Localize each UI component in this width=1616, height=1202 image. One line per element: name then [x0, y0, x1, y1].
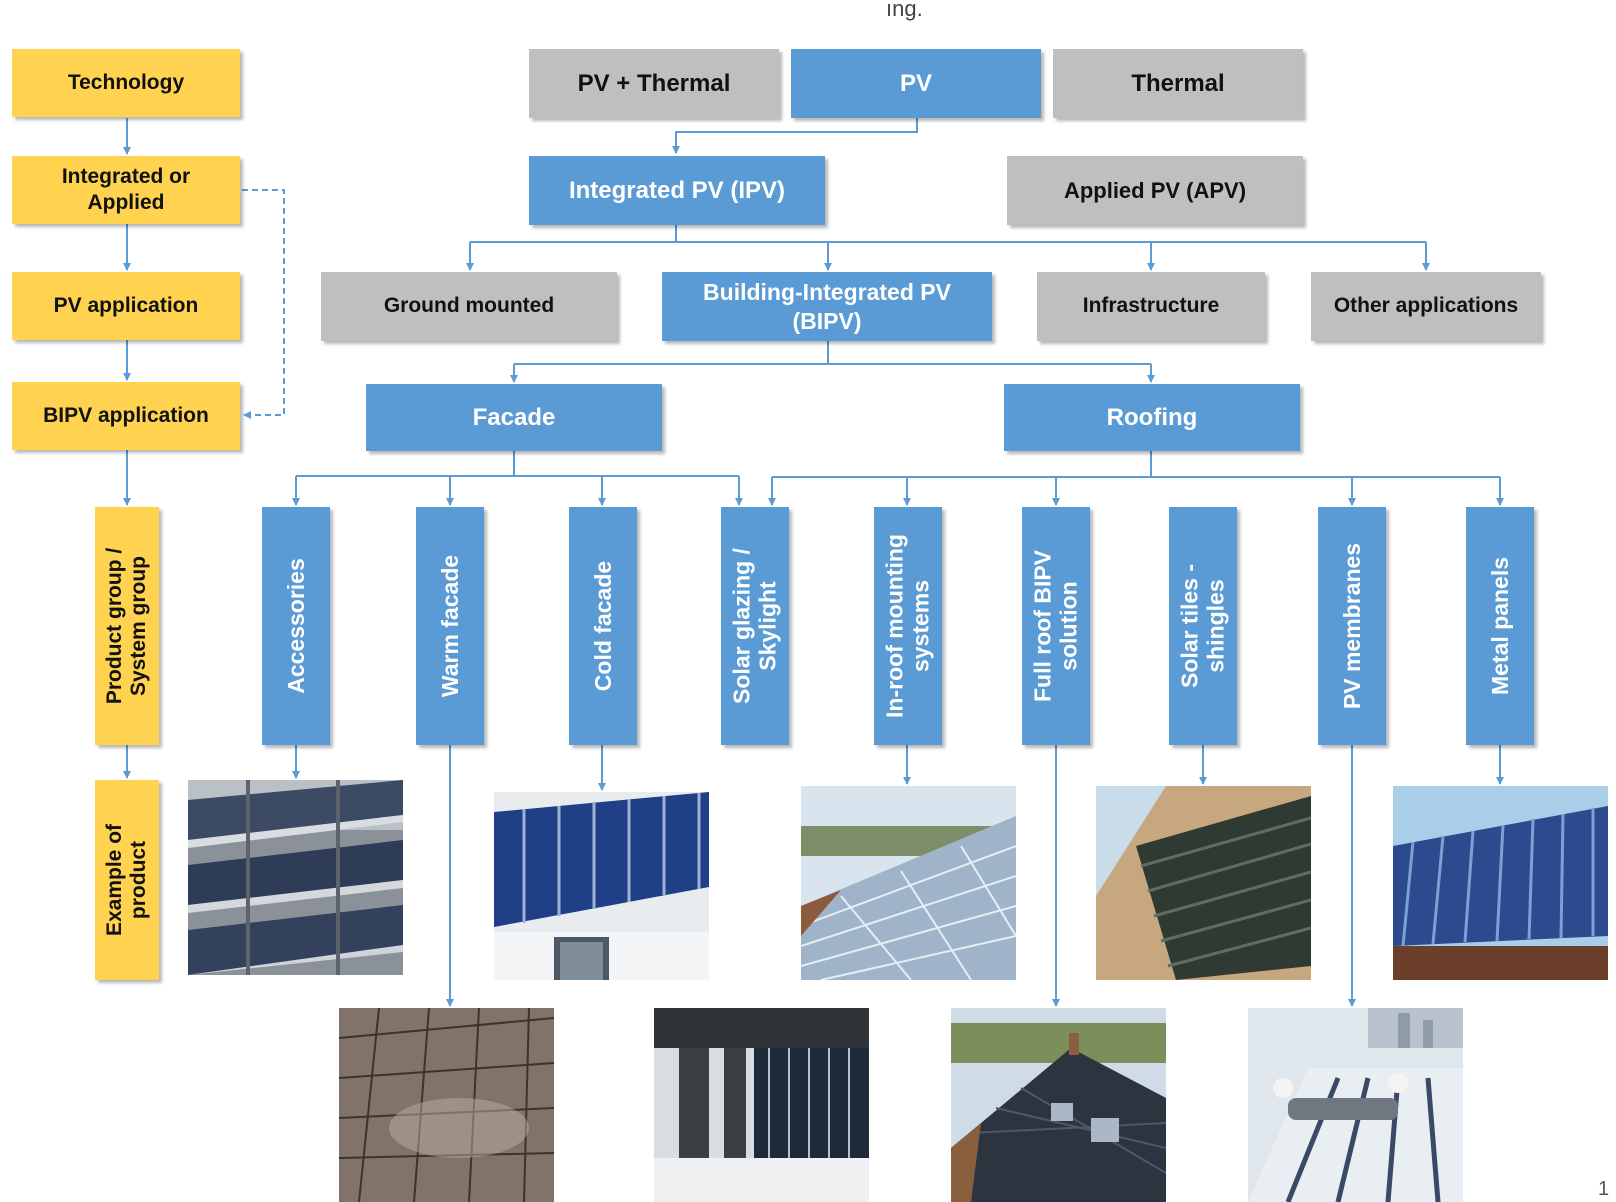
node-thermal: Thermal	[1053, 49, 1303, 118]
product-accessories-label: Accessories	[282, 558, 309, 694]
product-accessories: Accessories	[262, 507, 330, 745]
level-product-group: Product group / System group	[95, 507, 159, 745]
solar-tiles-shingles-photo	[1096, 786, 1311, 980]
product-cold-facade: Cold facade	[569, 507, 637, 745]
product-pv-membranes-label: PV membranes	[1338, 542, 1365, 710]
level-integrated-or-applied: Integrated or Applied	[12, 156, 240, 224]
product-in-roof-mounting-systems: In-roof mounting systems	[874, 507, 942, 745]
product-pv-membranes: PV membranes	[1318, 507, 1386, 745]
node-pv: PV	[791, 49, 1041, 118]
pv-membranes-photo	[1248, 1008, 1463, 1202]
product-solar-tiles-shingles-label: Solar tiles - shingles	[1176, 564, 1229, 688]
cold-facade-photo	[494, 792, 709, 980]
node-pv-thermal: PV + Thermal	[529, 49, 779, 118]
product-solar-glazing-skylight: Solar glazing / Skylight	[721, 507, 789, 745]
product-warm-facade-label: Warm facade	[436, 554, 463, 698]
product-metal-panels: Metal panels	[1466, 507, 1534, 745]
accessories-louvers-photo	[188, 780, 403, 975]
cropped-header-text: ıng.	[886, 0, 923, 21]
level-example-of-product-label: Example of product	[102, 823, 150, 937]
product-in-roof-mounting-systems-label: In-roof mounting systems	[881, 534, 934, 718]
product-full-roof-bipv-solution-label: Full roof BIPV solution	[1029, 549, 1082, 703]
node-bipv: Building-Integrated PV (BIPV)	[662, 272, 992, 341]
node-roofing: Roofing	[1004, 384, 1300, 451]
metal-panels-photo	[1393, 786, 1608, 980]
node-infrastructure: Infrastructure	[1037, 272, 1265, 341]
product-solar-glazing-skylight-label: Solar glazing / Skylight	[728, 548, 781, 704]
node-facade: Facade	[366, 384, 662, 451]
product-full-roof-bipv-solution: Full roof BIPV solution	[1022, 507, 1090, 745]
page-number-fragment: 1	[1598, 1178, 1610, 1200]
in-roof-mounting-photo	[801, 786, 1016, 980]
product-solar-tiles-shingles: Solar tiles - shingles	[1169, 507, 1237, 745]
level-product-group-label: Product group / System group	[102, 547, 150, 705]
node-integrated-pv: Integrated PV (IPV)	[529, 156, 825, 225]
product-metal-panels-label: Metal panels	[1486, 556, 1513, 696]
level-pv-application: PV application	[12, 272, 240, 340]
solar-glazing-skylight-photo	[654, 1008, 869, 1202]
full-roof-bipv-photo	[951, 1008, 1166, 1202]
node-applied-pv: Applied PV (APV)	[1007, 156, 1303, 225]
product-cold-facade-label: Cold facade	[589, 560, 616, 692]
level-example-of-product: Example of product	[95, 780, 159, 980]
product-warm-facade: Warm facade	[416, 507, 484, 745]
warm-facade-photo	[339, 1008, 554, 1202]
node-ground-mounted: Ground mounted	[321, 272, 617, 341]
node-other-applications: Other applications	[1311, 272, 1541, 341]
level-bipv-application: BIPV application	[12, 382, 240, 450]
level-technology: Technology	[12, 49, 240, 117]
